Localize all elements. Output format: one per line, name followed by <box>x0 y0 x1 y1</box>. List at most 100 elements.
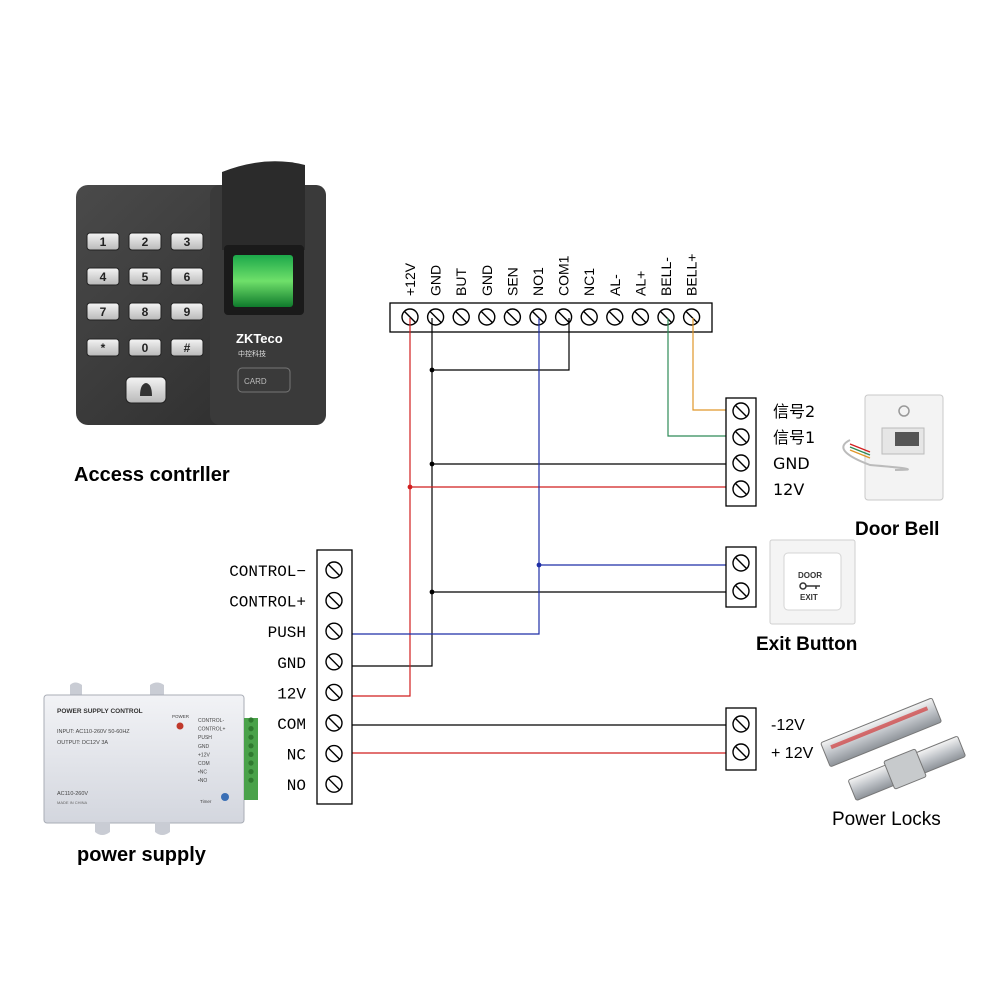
keypad-key[interactable]: 9 <box>170 302 204 321</box>
wires <box>352 318 726 754</box>
doorbell-terminal-label: 信号1 <box>773 428 815 447</box>
controller-terminal-screw <box>503 308 522 326</box>
psu-box-power: POWER <box>172 714 190 719</box>
exit-face-bottom: EXIT <box>800 593 818 602</box>
psu-terminal-screw <box>325 683 343 702</box>
psu-terminal-screw <box>325 714 343 732</box>
lock-terminal-screw <box>732 715 750 733</box>
doorbell-terminal-screw <box>732 402 750 420</box>
psu-box-terminal-label: •NO <box>198 778 207 784</box>
psu-terminal-screw <box>325 591 343 610</box>
controller-terminal-label: +12V <box>402 262 418 296</box>
keypad-key[interactable]: 5 <box>128 267 162 286</box>
svg-text:4: 4 <box>100 270 107 284</box>
controller-terminal-screw <box>682 308 701 326</box>
psu-box-terminal-label: COM <box>198 761 210 767</box>
psu-box-terminal-label: CONTROL+ <box>198 727 225 733</box>
doorbell-terminal-label: 12V <box>773 480 804 499</box>
psu-box-terminal-label: +12V <box>198 752 210 758</box>
card-label: CARD <box>244 377 267 386</box>
keypad-key[interactable]: 3 <box>170 232 204 251</box>
psu-box-terminal-label: GND <box>198 744 210 750</box>
controller-terminal-screw <box>529 308 547 326</box>
psu-box-terminal-label: PUSH <box>198 735 212 741</box>
wire-bell-minus <box>667 318 726 437</box>
exit-face-top: DOOR <box>798 571 822 580</box>
keypad-key[interactable]: 4 <box>86 267 120 286</box>
psu-terminal-label: CONTROL− <box>229 563 306 581</box>
controller-brand-sub: 中控科技 <box>238 349 266 358</box>
controller-terminal-screw <box>580 308 598 326</box>
psu-terminal-label: PUSH <box>268 624 306 642</box>
key-icon <box>799 582 820 590</box>
controller-terminal-label: AL- <box>607 274 623 296</box>
psu-box-terminal-label: CONTROL- <box>198 718 224 724</box>
keypad-key[interactable]: * <box>86 338 120 357</box>
keypad-key[interactable]: 2 <box>128 232 162 251</box>
psu-terminal-screw <box>325 561 343 579</box>
lock-terminal-label: -12V <box>771 717 805 734</box>
keypad-key[interactable]: 7 <box>86 302 120 321</box>
exit-button-terminal-block <box>725 546 757 608</box>
controller-terminal-label: BUT <box>453 268 469 296</box>
psu-terminal-label: CONTROL+ <box>229 594 306 612</box>
controller-terminal-label: BELL- <box>658 257 674 296</box>
psu-box-output: OUTPUT: DC12V 3A <box>57 740 108 746</box>
psu-terminal-label: COM <box>277 716 306 734</box>
wire-gnd-bus <box>352 318 433 667</box>
controller-brand: ZKTeco <box>236 331 283 346</box>
controller-terminal-label: AL+ <box>632 271 648 296</box>
exit-terminal-screw <box>732 554 750 572</box>
doorbell-terminal-screw <box>732 428 750 446</box>
exit-button-device: DOOR EXIT <box>769 539 856 625</box>
keypad-key[interactable]: # <box>170 338 204 357</box>
psu-terminal-label: GND <box>277 655 306 673</box>
controller-terminal-label: NC1 <box>581 268 597 296</box>
lock-terminal-label: + 12V <box>771 745 814 762</box>
doorbell-terminal-label: 信号2 <box>773 402 815 421</box>
exit-terminal-screw <box>732 582 750 600</box>
keypad-key[interactable]: 0 <box>128 338 162 357</box>
controller-terminal-screw <box>452 308 470 326</box>
controller-terminal-label: COM1 <box>556 255 572 296</box>
bell-icon <box>140 383 152 396</box>
psu-box-input: INPUT: AC110-260V 50-60HZ <box>57 729 130 735</box>
power-supply-device: POWER SUPPLY CONTROL INPUT: AC110-260V 5… <box>43 682 258 835</box>
keypad-key[interactable]: 8 <box>128 302 162 321</box>
controller-terminal-screw <box>426 308 445 326</box>
psu-terminal-screw <box>325 653 343 671</box>
svg-text:#: # <box>184 341 191 355</box>
controller-terminal-screw <box>631 308 650 326</box>
wire-12v <box>352 318 411 697</box>
svg-text:0: 0 <box>142 341 149 355</box>
power-supply-caption: power supply <box>77 844 207 866</box>
controller-terminal-label: NO1 <box>530 267 546 296</box>
doorbell-terminal-screw <box>732 480 750 498</box>
psu-box-timer: Timer <box>200 799 212 804</box>
wire-com1-link <box>432 318 570 371</box>
psu-terminal-label: NC <box>287 747 306 765</box>
keypad-key[interactable]: 1 <box>86 232 120 251</box>
power-locks-device <box>820 697 966 801</box>
doorbell-device <box>842 394 944 501</box>
psu-terminal-label: NO <box>287 777 306 795</box>
psu-box-terminal-label: •NC <box>198 770 207 776</box>
controller-terminal-screw <box>478 308 496 326</box>
keypad: 1 2 3 4 5 6 7 8 9 * 0 # <box>86 232 204 357</box>
svg-text:5: 5 <box>142 270 149 284</box>
psu-box-title: POWER SUPPLY CONTROL <box>57 708 143 715</box>
svg-text:1: 1 <box>100 235 107 249</box>
psu-terminal-screw <box>325 622 343 640</box>
controller-terminal-label: SEN <box>504 267 520 296</box>
svg-text:*: * <box>101 341 106 355</box>
svg-text:6: 6 <box>184 270 191 284</box>
svg-text:8: 8 <box>142 305 149 319</box>
wire-bell-plus <box>692 318 726 411</box>
doorbell-terminal-label: GND <box>773 454 810 473</box>
svg-text:7: 7 <box>100 305 107 319</box>
keypad-key[interactable]: 6 <box>170 267 204 286</box>
svg-text:2: 2 <box>142 235 149 249</box>
